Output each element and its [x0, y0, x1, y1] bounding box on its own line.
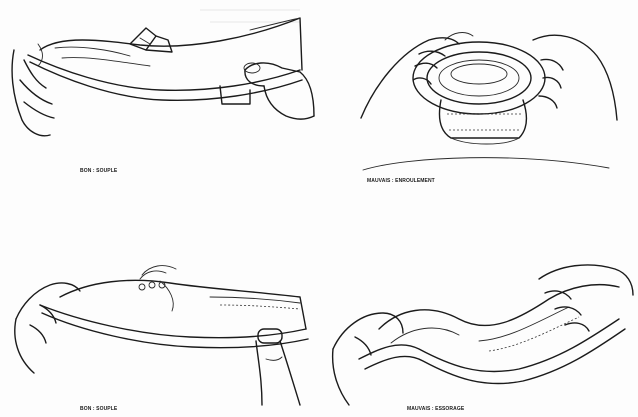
- panel-good-flexible-top: [0, 0, 319, 208]
- shoe-twist-illustration: [319, 209, 638, 417]
- panel-bad-curling: [319, 0, 638, 208]
- panel-bad-wringing: [319, 209, 638, 417]
- caption-bad-curling: MAUVAIS : ENROULEMENT: [367, 178, 435, 184]
- shoe-roll-illustration: [319, 0, 638, 208]
- shoe-bend-illustration: [0, 0, 319, 208]
- shoe-lace-bend-illustration: [0, 209, 319, 417]
- panel-good-flexible-bottom: [0, 209, 319, 417]
- caption-bad-wringing: MAUVAIS : ESSORAGE: [407, 406, 464, 412]
- caption-good-flexible-bottom: BON : SOUPLE: [80, 406, 117, 412]
- caption-good-flexible-top: BON : SOUPLE: [80, 168, 117, 174]
